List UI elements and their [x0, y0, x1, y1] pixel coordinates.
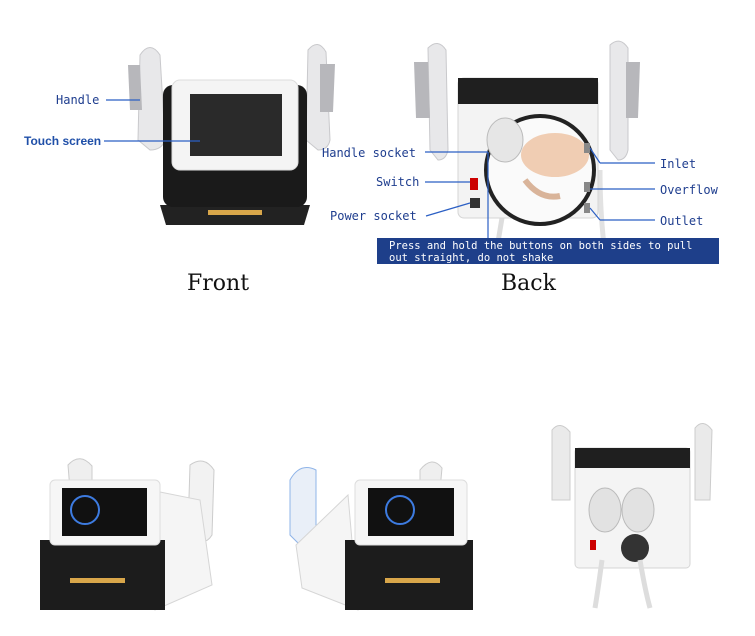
photo-back-view — [551, 423, 713, 609]
photo3-socket-left-icon — [588, 487, 622, 533]
power-socket-label: Power socket — [330, 209, 417, 223]
outlet-leader-diag — [589, 207, 601, 221]
photo1-screen-ring-icon — [70, 495, 100, 525]
instruction-note-line2: out straight, do not shake — [389, 252, 553, 264]
overflow-port-icon — [584, 182, 590, 192]
power-socket-icon — [470, 198, 480, 208]
photo1-body — [40, 540, 165, 610]
photo1-gold-slot — [70, 578, 125, 583]
photo3-cable-right-icon — [637, 559, 653, 609]
photo2-screen — [368, 488, 454, 536]
photo-front-right-angle — [289, 461, 473, 611]
photo2-gold-slot — [385, 578, 440, 583]
inlet-leader-diag — [589, 147, 601, 164]
handle-socket-left-icon — [486, 117, 524, 163]
back-right-handle-icon — [609, 40, 629, 161]
switch-icon — [470, 178, 478, 190]
outlet-label: Outlet — [660, 214, 703, 228]
front-view-device — [128, 44, 335, 225]
photo3-socket-right-icon — [621, 487, 655, 533]
touch-screen-label: Touch screen — [24, 134, 101, 148]
gold-slot — [208, 210, 262, 215]
outlet-port-icon — [584, 203, 590, 213]
power-socket-leader-line — [425, 202, 471, 217]
back-caption: Back — [501, 271, 557, 296]
instruction-note-line1: Press and hold the buttons on both sides… — [389, 240, 692, 252]
back-left-grip-icon — [414, 62, 430, 118]
right-handle-grip-icon — [320, 64, 335, 112]
photo1-screen — [62, 488, 147, 536]
inlet-port-icon — [584, 143, 590, 153]
back-view-device — [414, 40, 640, 261]
photo3-right-handle-icon — [694, 423, 713, 501]
instruction-note-box — [377, 238, 719, 264]
hand-finger-icon — [522, 178, 561, 200]
photo2-screen-ring-icon — [385, 495, 415, 525]
left-handle-grip-icon — [128, 65, 142, 110]
photo-front-left-angle — [40, 458, 215, 611]
photo2-body — [345, 540, 473, 610]
left-handle-icon — [137, 47, 166, 151]
switch-label: Switch — [376, 175, 419, 189]
hand-icon — [521, 133, 589, 177]
handle-socket-label: Handle socket — [322, 146, 416, 160]
photo3-switch-icon — [590, 540, 596, 550]
handle-label: Handle — [56, 93, 99, 107]
back-right-grip-icon — [626, 62, 640, 118]
inlet-label: Inlet — [660, 157, 696, 171]
photo3-fan-icon — [621, 534, 649, 562]
back-left-handle-icon — [427, 43, 449, 161]
overflow-label: Overflow — [660, 183, 719, 197]
back-top-panel — [458, 78, 598, 104]
photo3-top-panel — [575, 448, 690, 468]
photo3-left-handle-icon — [551, 425, 571, 501]
photo3-cable-left-icon — [592, 559, 605, 609]
front-caption: Front — [187, 271, 249, 296]
front-touch-screen — [190, 94, 282, 156]
